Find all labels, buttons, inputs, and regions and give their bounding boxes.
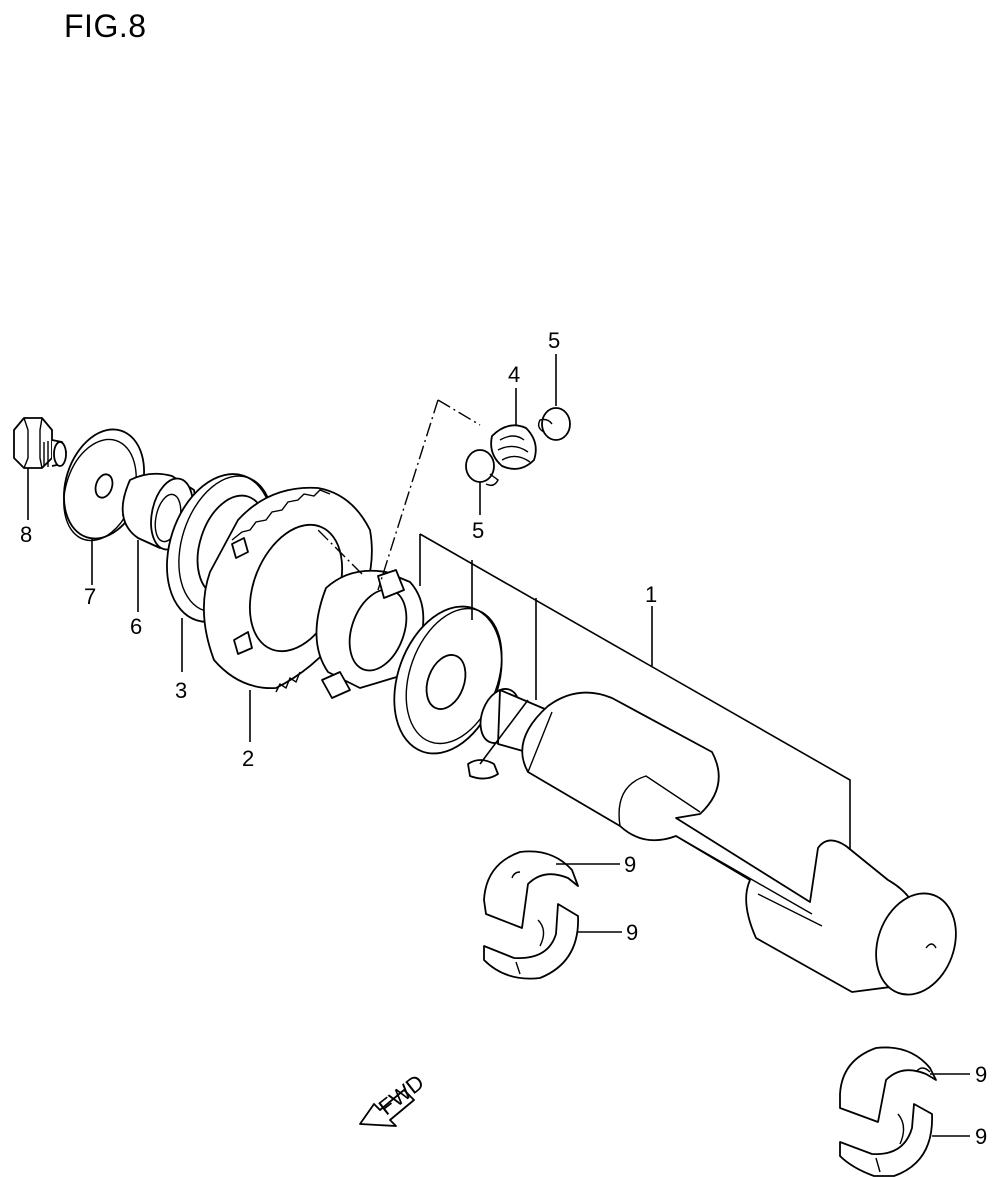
callout-5-bottom: 5 [472, 518, 484, 543]
callout-4: 4 [508, 362, 520, 387]
callout-7: 7 [84, 584, 96, 609]
bearing-part-9-upper-b [483, 903, 579, 980]
callout-2: 2 [242, 746, 254, 771]
figure-title: FIG.8 [64, 8, 147, 44]
shaft-part-1 [479, 688, 957, 996]
callout-9-upper-a: 9 [624, 852, 636, 877]
callout-9-lower-b: 9 [975, 1124, 987, 1149]
callout-8: 8 [20, 522, 32, 547]
bracket-line-1 [419, 533, 851, 860]
callout-3: 3 [175, 678, 187, 703]
pin-part-5-top [537, 407, 571, 441]
bracket-ticks-1 [471, 560, 537, 700]
assembly-centerline [317, 399, 481, 591]
clutch-dog [315, 569, 425, 699]
flat-washer [393, 605, 503, 755]
callout-1: 1 [645, 582, 657, 607]
bolt-part-8 [13, 417, 67, 469]
callout-9-lower-a: 9 [975, 1062, 987, 1087]
callout-9-upper-b: 9 [626, 920, 638, 945]
fwd-arrow-icon: FWD [359, 1069, 429, 1127]
woodruff-key [467, 699, 529, 780]
bearing-part-9-lower-a [839, 1046, 937, 1123]
fwd-label: FWD [374, 1069, 429, 1120]
callout-5-top: 5 [548, 328, 560, 353]
bearing-part-9-upper-a [483, 850, 579, 929]
spring-part-4 [490, 424, 537, 470]
bearing-part-9-lower-b [839, 1103, 933, 1177]
callout-6: 6 [130, 614, 142, 639]
